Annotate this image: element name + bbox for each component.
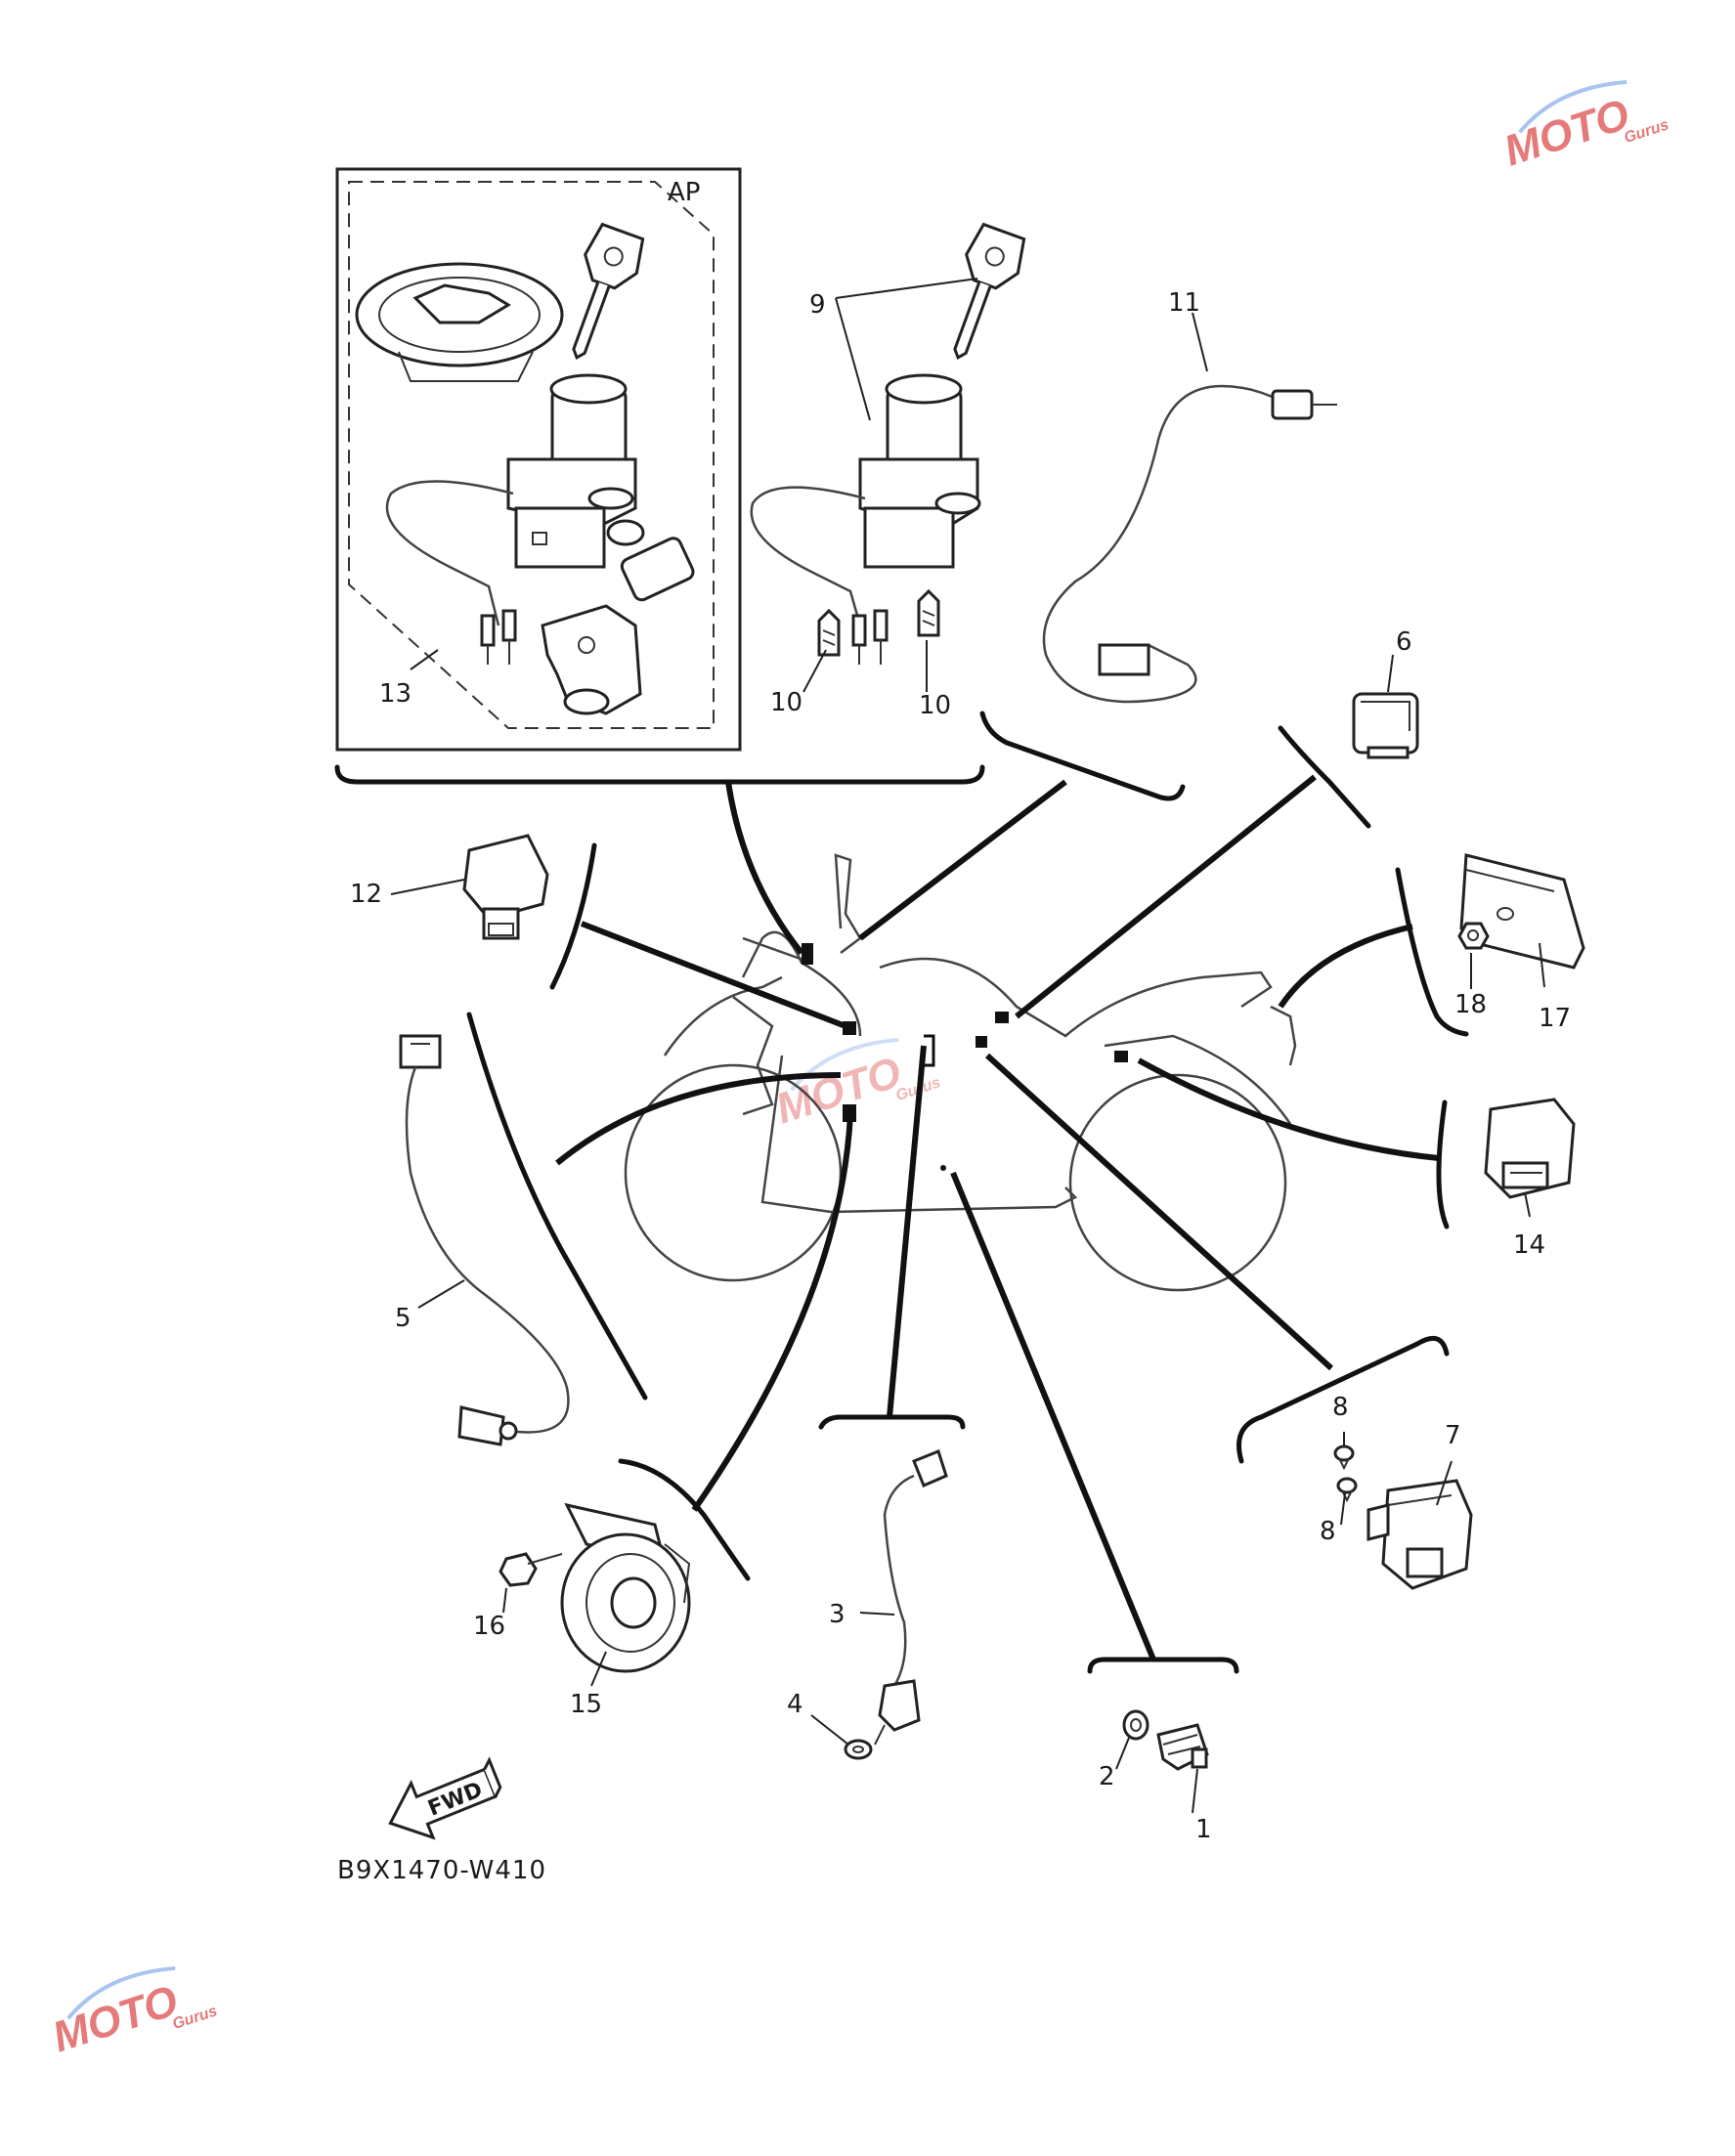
inset-connectors	[480, 609, 517, 665]
callout-9: 9	[809, 290, 826, 320]
motorcycle-silhouette	[624, 853, 1297, 1292]
speed-sensor-icon	[874, 1449, 948, 1746]
bracket-15	[618, 1458, 751, 1581]
control-unit-icon	[1366, 1479, 1473, 1590]
callout-14: 14	[1513, 1230, 1545, 1260]
flasher-relay-icon	[1484, 1098, 1576, 1199]
seat-lock-icon	[606, 519, 695, 602]
washer-icon	[844, 1739, 873, 1760]
screw-icon	[817, 608, 841, 657]
bracket-11	[979, 711, 1186, 801]
leader-9	[835, 278, 978, 421]
callout-13: 13	[379, 679, 412, 709]
bracket-5	[466, 1012, 648, 1401]
key-icon	[572, 222, 645, 361]
fuel-cap-icon	[355, 262, 564, 382]
relay-icon	[1352, 692, 1419, 759]
reflector-icon	[1459, 853, 1585, 970]
inset-box: AP	[335, 167, 742, 752]
callout-5: 5	[395, 1304, 412, 1333]
bracket-17	[1395, 867, 1469, 1037]
callout-18: 18	[1454, 990, 1487, 1019]
lead-lines	[555, 774, 1440, 1661]
gasket-icon	[1122, 1709, 1149, 1741]
main-switch-connectors	[851, 609, 889, 665]
key-icon	[953, 222, 1026, 361]
connector-dots	[802, 943, 1128, 1171]
bracket-3	[818, 1414, 966, 1430]
callout-12: 12	[350, 880, 382, 909]
bracket-6	[1278, 725, 1371, 829]
screw-icon	[1333, 1445, 1355, 1471]
bracket-7	[1236, 1335, 1450, 1464]
callout-15: 15	[570, 1690, 602, 1719]
callout-11: 11	[1168, 288, 1200, 318]
bracket-13-9	[334, 764, 985, 785]
inset-wire	[385, 480, 514, 626]
bracket-12	[549, 842, 597, 990]
callout-leaders	[390, 312, 1545, 1814]
horn-icon	[560, 1502, 691, 1673]
callout-1: 1	[1195, 1815, 1212, 1844]
nut-icon	[1457, 922, 1490, 950]
callout-10-left: 10	[770, 688, 802, 717]
callout-8-lower: 8	[1320, 1517, 1336, 1546]
neutral-switch-icon	[1156, 1723, 1209, 1771]
main-switch-icon	[858, 373, 981, 569]
callout-3: 3	[829, 1600, 846, 1629]
callout-16: 16	[473, 1612, 505, 1641]
ignition-switch-icon	[506, 373, 637, 569]
svg-text:MOTO: MOTO	[47, 1976, 184, 2061]
diagram-code: B9X1470-W410	[337, 1856, 546, 1885]
callout-4: 4	[787, 1690, 803, 1719]
bolt-icon	[499, 1552, 563, 1587]
bracket-14	[1436, 1100, 1450, 1229]
screw-icon	[917, 588, 940, 637]
callout-8-upper: 8	[1332, 1393, 1349, 1422]
callout-17: 17	[1539, 1004, 1571, 1033]
bracket-1	[1087, 1657, 1239, 1674]
screw-icon	[1336, 1477, 1358, 1503]
callout-7: 7	[1445, 1421, 1461, 1450]
starter-relay-icon	[462, 834, 549, 940]
seat-lock-bracket-icon	[541, 604, 642, 715]
callout-2: 2	[1099, 1762, 1115, 1791]
main-switch-wire	[750, 486, 866, 626]
inset-label: AP	[668, 178, 700, 207]
sensor-harness-icon	[399, 1034, 570, 1446]
watermark-top-right: MOTO Gurus	[1498, 79, 1671, 176]
callout-10-right: 10	[919, 691, 951, 720]
svg-text:MOTO: MOTO	[1498, 90, 1635, 175]
watermark-bottom-left: MOTO Gurus	[47, 1965, 220, 2062]
callout-6: 6	[1396, 627, 1412, 657]
svg-text:MOTO: MOTO	[770, 1048, 907, 1133]
fwd-arrow-icon: FWD	[388, 1756, 502, 1840]
sensor-lead-icon	[1042, 384, 1337, 704]
